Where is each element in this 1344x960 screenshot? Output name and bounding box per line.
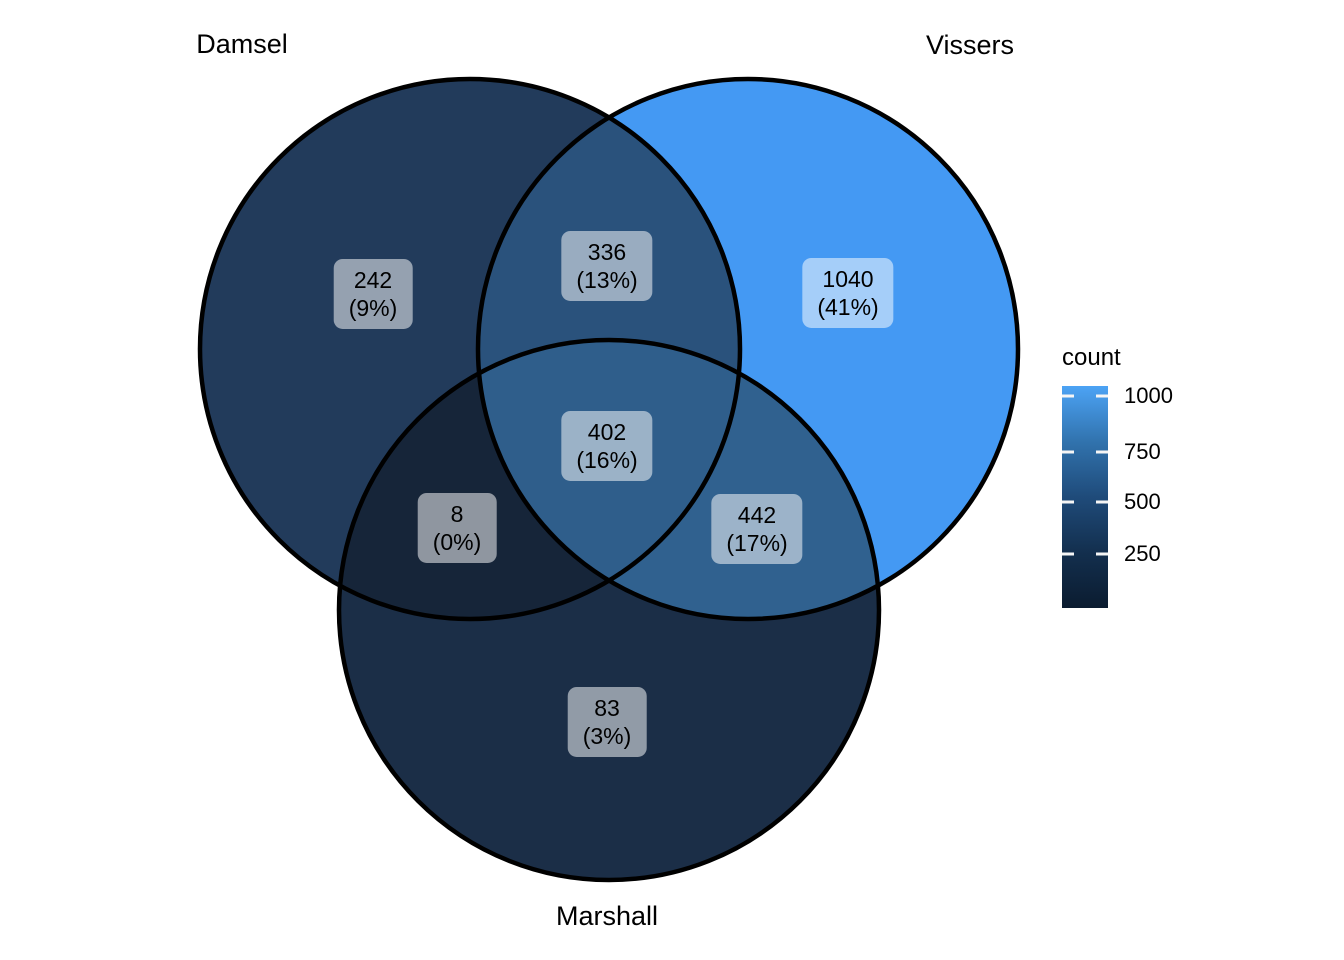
region-count: 402 — [587, 418, 627, 445]
region-count: 8 — [450, 500, 464, 527]
region-percent: (9%) — [348, 295, 398, 321]
region-label-damsel-marshall: 8 (0%) — [417, 492, 497, 564]
legend-tick-750: 750 — [1124, 439, 1161, 464]
legend-tickmark — [1096, 500, 1108, 504]
damsel-circle-outline — [197, 76, 743, 622]
legend-tickmark — [1096, 394, 1108, 398]
set-title-damsel: Damsel — [196, 29, 288, 59]
legend-tick-250: 250 — [1124, 541, 1161, 566]
legend-tickmark — [1062, 450, 1074, 454]
marshall-circle-outline — [336, 337, 882, 883]
legend-tickmark — [1096, 450, 1108, 454]
set-title-marshall: Marshall — [555, 901, 659, 931]
region-label-vissers-marshall: 442 (17%) — [711, 493, 803, 565]
legend-tick-500: 500 — [1124, 489, 1161, 514]
region-percent: (16%) — [576, 447, 638, 473]
vissers-circle-outline — [475, 76, 1021, 622]
region-count: 242 — [353, 266, 393, 293]
region-percent: (41%) — [817, 294, 879, 320]
region-count: 83 — [594, 694, 620, 721]
legend-title: count — [1062, 344, 1121, 371]
region-label-damsel-vissers: 336 (13%) — [561, 230, 653, 302]
region-percent: (17%) — [726, 530, 788, 556]
region-label-damsel-only: 242 (9%) — [333, 258, 413, 330]
region-label-center: 402 (16%) — [561, 410, 653, 482]
legend-tickmark — [1062, 552, 1074, 556]
region-label-marshall-only: 83 (3%) — [567, 686, 647, 758]
legend: count 1000 750 500 250 — [1060, 344, 1280, 634]
region-count: 336 — [587, 238, 627, 265]
region-label-vissers-only: 1040 (41%) — [802, 257, 894, 329]
region-percent: (0%) — [432, 529, 482, 555]
set-title-vissers: Vissers — [925, 30, 1015, 60]
legend-colorbar — [1062, 386, 1108, 608]
legend-tickmark — [1062, 500, 1074, 504]
legend-tick-1000: 1000 — [1124, 383, 1173, 408]
region-count: 1040 — [822, 265, 874, 292]
region-percent: (13%) — [576, 267, 638, 293]
region-percent: (3%) — [582, 723, 632, 749]
region-count: 442 — [737, 501, 777, 528]
legend-tickmark — [1062, 394, 1074, 398]
legend-tickmark — [1096, 552, 1108, 556]
